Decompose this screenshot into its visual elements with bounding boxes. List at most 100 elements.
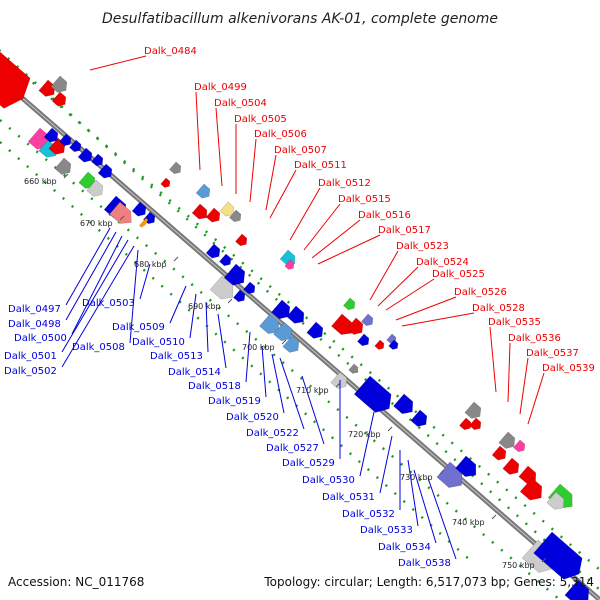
gene-arrow-30	[205, 243, 221, 259]
gene-arrow-24	[195, 183, 211, 199]
leader-forward-Dalk_0517	[317, 234, 381, 265]
gene-arrow-64	[491, 445, 507, 461]
gene-rev-19	[131, 201, 147, 217]
leader-reverse-Dalk_0510	[189, 293, 197, 339]
gene-lgrey-69	[546, 491, 565, 510]
gene-label-Dalk_0516: Dalk_0516	[358, 210, 411, 221]
gene-arrow-4	[51, 91, 67, 107]
gene-arrow-10	[69, 139, 82, 153]
gene-pink-37	[284, 259, 295, 270]
gene-arrow-46	[346, 317, 364, 335]
gene-label-Dalk_0498: Dalk_0498	[8, 319, 61, 330]
gene-arrow-65	[502, 457, 520, 475]
gene-fwd-64	[491, 445, 507, 461]
gene-label-Dalk_0526: Dalk_0526	[454, 287, 507, 298]
gene-arrow-38	[271, 299, 291, 320]
gene-arrow-45	[331, 313, 353, 335]
dotted-guide-rings	[0, 49, 600, 600]
gene-arrow-16	[97, 163, 113, 179]
guide-ring-1	[0, 52, 600, 571]
gene-label-Dalk_0532: Dalk_0532	[342, 509, 395, 520]
gene-label-Dalk_0511: Dalk_0511	[294, 160, 347, 171]
gene-rev-12	[91, 153, 104, 167]
gene-arrow-25	[191, 203, 208, 220]
gene-rev-34	[243, 281, 256, 295]
leader-reverse-Dalk_0519	[261, 345, 267, 398]
gene-label-Dalk_0510: Dalk_0510	[132, 337, 185, 348]
leader-forward-Dalk_0526	[395, 296, 457, 321]
leader-forward-Dalk_0484	[89, 55, 147, 71]
leader-forward-Dalk_0515	[303, 203, 341, 251]
tick-label-9: 740 kbp	[452, 518, 485, 527]
genome-backbone-highlight	[0, 77, 600, 600]
gene-arrow-40	[306, 321, 324, 339]
gene-pink-63	[513, 439, 526, 453]
gene-arrow-41	[259, 313, 280, 335]
gene-arrow-44	[343, 297, 356, 311]
guide-ring-2	[0, 119, 561, 600]
gene-arrow-18	[109, 201, 132, 224]
gene-label-Dalk_0518: Dalk_0518	[188, 381, 241, 392]
gene-rev-56	[410, 409, 428, 427]
gene-label-Dalk_0507: Dalk_0507	[274, 145, 327, 156]
leader-reverse-Dalk_0522	[279, 357, 305, 430]
gene-label-Dalk_0524: Dalk_0524	[416, 257, 469, 268]
gene-label-Dalk_0513: Dalk_0513	[150, 351, 203, 362]
leader-forward-Dalk_0524	[377, 266, 419, 307]
leader-reverse-Dalk_0538	[427, 477, 457, 560]
gene-fwd-26	[205, 207, 221, 223]
gene-rev-9	[59, 133, 72, 147]
gene-lblue-42	[273, 321, 293, 342]
leader-reverse-Dalk_0498	[65, 231, 117, 321]
tick-label-6: 710 kbp	[296, 386, 329, 395]
gene-arrow-35	[233, 289, 246, 303]
gene-label-Dalk_0525: Dalk_0525	[432, 269, 485, 280]
gene-label-Dalk_0509: Dalk_0509	[112, 322, 165, 333]
gene-arrow-26	[205, 207, 221, 223]
label-leader-lines	[61, 55, 545, 560]
leader-forward-Dalk_0535	[489, 326, 497, 393]
gene-fwd-58	[459, 417, 472, 431]
leader-reverse-Dalk_0514	[217, 313, 227, 369]
gene-arrow-55	[393, 393, 414, 415]
leader-reverse-Dalk_0534	[413, 469, 437, 544]
gene-label-Dalk_0499: Dalk_0499	[194, 82, 247, 93]
gene-arrow-48	[357, 333, 370, 347]
genome-stats-text: Topology: circular; Length: 6,517,073 bp…	[263, 575, 594, 589]
gene-label-Dalk_0523: Dalk_0523	[396, 241, 449, 252]
gene-fwd-23	[160, 177, 171, 188]
leader-reverse-Dalk_0518	[245, 331, 251, 383]
gene-fwd-large-1	[0, 51, 31, 109]
gene-label-Dalk_0533: Dalk_0533	[360, 525, 413, 536]
leader-reverse-Dalk_0501	[61, 239, 129, 353]
leader-reverse-Dalk_0520	[271, 353, 285, 414]
tick-label-5: 700 kbp	[242, 343, 275, 352]
gene-arrow-34	[243, 281, 256, 295]
gene-rev-32	[223, 263, 246, 286]
gene-label-Dalk_0528: Dalk_0528	[472, 303, 525, 314]
gene-arrow-63	[513, 439, 526, 453]
gene-green-44	[343, 297, 356, 311]
gene-arrow-43	[282, 335, 300, 353]
gene-label-Dalk_0527: Dalk_0527	[266, 443, 319, 454]
gene-rev-40	[306, 321, 324, 339]
leader-reverse-Dalk_0497	[65, 227, 111, 306]
tick-mark-5	[281, 339, 287, 345]
leader-reverse-Dalk_0513	[205, 301, 209, 353]
leader-forward-Dalk_0504	[215, 107, 223, 187]
gene-lgrey-15	[86, 179, 104, 197]
gene-arrow-39	[286, 305, 305, 324]
tick-mark-8	[439, 469, 445, 475]
gene-fwd-4	[51, 91, 67, 107]
gene-arrow-53	[348, 363, 359, 374]
gene-arrow-29	[235, 233, 248, 247]
gene-arrow-72	[564, 579, 590, 600]
gene-salmon-18	[109, 201, 132, 224]
tick-mark-1	[63, 173, 69, 179]
leader-forward-Dalk_0506	[249, 138, 257, 203]
leader-forward-Dalk_0536	[507, 342, 511, 403]
leader-forward-Dalk_0539	[527, 372, 545, 425]
gene-yellow-27	[219, 201, 235, 217]
gene-lblue-43	[282, 335, 300, 353]
